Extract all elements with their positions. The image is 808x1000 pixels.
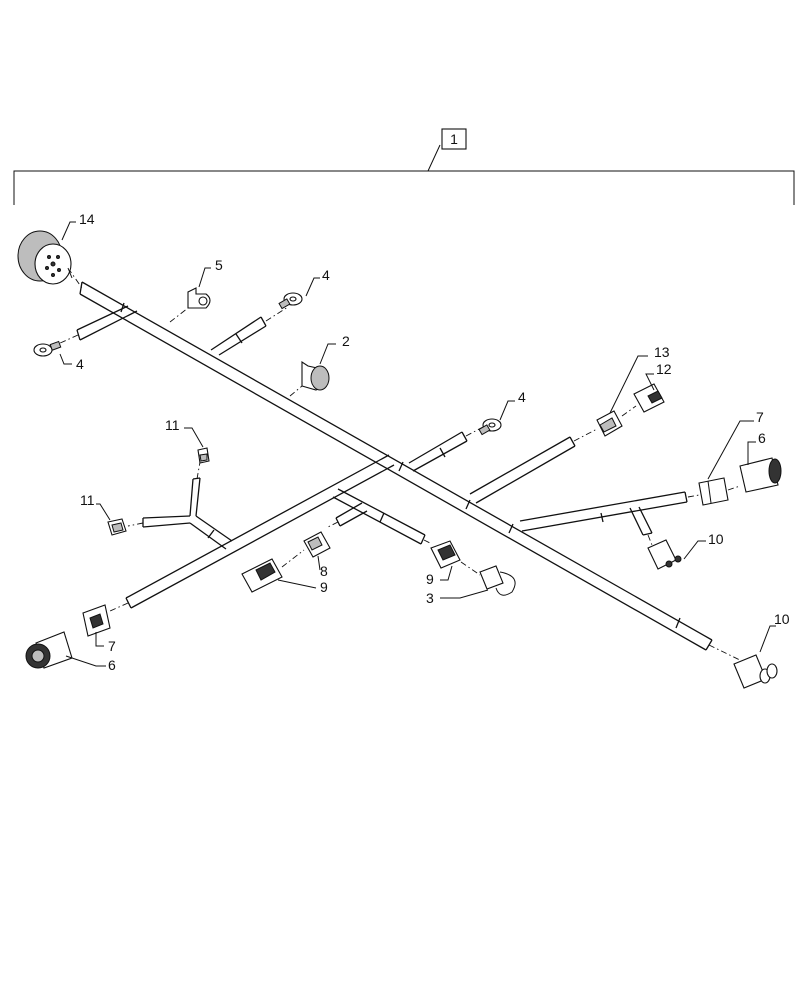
callout-labels: 14 5 4 2 4 4 13 12 7 6 10 10 11 11 8 9 9… [76,211,790,673]
callout-7-left: 7 [108,638,116,654]
callout-10-a: 10 [708,531,724,547]
ring-terminal-icon-c [478,418,502,436]
assembly-bracket: 1 [13,128,795,205]
branch-right-connectors [519,491,700,546]
callout-10-b: 10 [774,611,790,627]
connector-9-left-icon [241,549,305,593]
terminal-11-upper-icon [197,447,210,464]
callout-7-right: 7 [756,409,764,425]
branch-center-ring [408,426,484,472]
connector-13-icon [596,410,623,437]
callout-4-a: 4 [322,267,330,283]
callout-12: 12 [656,361,672,377]
branch-terminals-11 [127,461,233,550]
round-connector-icon [17,230,73,285]
callout-3: 3 [426,590,434,606]
callout-11-b: 11 [80,492,95,508]
ring-terminal-icon-b [33,340,62,357]
connector-10-right-icon [733,654,778,689]
branch-fuse-holder [325,488,433,545]
callout-4-c: 4 [518,389,526,405]
leader-right-end [708,644,745,663]
terminal-11-left-icon [107,518,127,536]
callout-8: 8 [320,563,328,579]
callout-4-b: 4 [76,356,84,372]
connector-7-right-icon [698,477,729,506]
branch-upper-clip [210,306,289,356]
connector-8-icon [303,531,331,558]
branch-connector-13 [469,428,598,504]
connector-10-mid-icon [647,539,682,570]
connector-9-center-icon [430,540,461,569]
callout-6-right: 6 [758,430,766,446]
callout-13: 13 [654,344,670,360]
callout-11-a: 11 [165,417,180,433]
callout-2: 2 [342,333,350,349]
branch-left-ring [57,305,138,345]
large-clip-icon [301,360,330,391]
callout-leaders [59,221,776,667]
connector-6-left-icon [25,631,73,669]
fuse-holder-3-icon [460,561,516,596]
callout-1: 1 [450,131,458,147]
leader-clip-2 [289,385,303,397]
connector-12-icon [621,383,665,417]
p-clip-icon [187,287,211,309]
callout-14: 14 [79,211,95,227]
callout-9-b: 9 [426,571,434,587]
callout-9-a: 9 [320,579,328,595]
callout-5: 5 [215,257,223,273]
callout-6-left: 6 [108,657,116,673]
connector-7-left-icon [82,604,111,637]
leader-left-connector [109,602,129,612]
leader-clip-5 [169,307,189,323]
connector-6-right-icon [727,457,782,493]
ring-terminal-icon-a [278,292,303,310]
harness-trunk-main [79,281,713,651]
